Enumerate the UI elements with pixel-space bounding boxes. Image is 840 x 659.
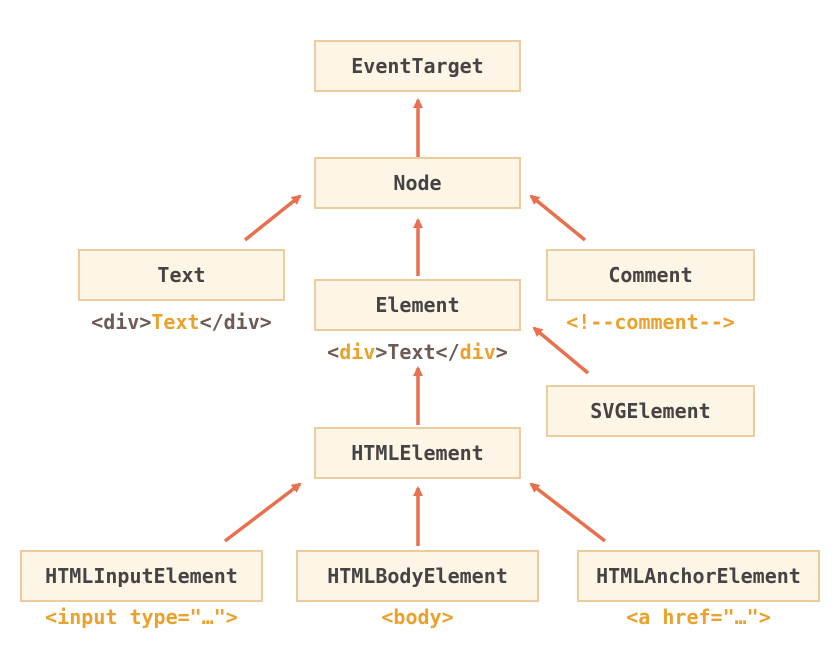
example-text-content: Text xyxy=(151,310,200,334)
node-node: Node xyxy=(314,157,521,209)
example-element-gt: > xyxy=(495,340,508,364)
example-element-tag-close: div xyxy=(459,340,496,364)
node-text: Text xyxy=(78,249,285,301)
example-element-tag-open: div xyxy=(339,340,376,364)
example-text-close: </div> xyxy=(199,310,272,334)
example-htmlinputelement: <input type="…"> xyxy=(45,605,238,629)
arrow-htmlanchor-to-htmlelement xyxy=(529,482,607,543)
example-htmlbodyelement: <body> xyxy=(381,605,454,629)
node-comment: Comment xyxy=(546,249,755,301)
node-htmlinputelement: HTMLInputElement xyxy=(20,550,263,602)
example-element-lt: < xyxy=(327,340,340,364)
node-htmlbodyelement: HTMLBodyElement xyxy=(296,550,539,602)
example-htmlanchorelement: <a href="…"> xyxy=(626,605,771,629)
arrow-text-to-node xyxy=(243,194,302,242)
example-text-open: <div> xyxy=(91,310,152,334)
node-eventtarget: EventTarget xyxy=(314,40,521,92)
node-svgelement: SVGElement xyxy=(546,385,755,437)
example-text: <div>Text</div> xyxy=(78,310,285,334)
node-htmlelement: HTMLElement xyxy=(314,427,521,479)
example-element-middle: >Text</ xyxy=(375,340,460,364)
example-comment: <!--comment--> xyxy=(566,310,735,334)
arrow-svgelement-to-element xyxy=(532,326,590,375)
node-htmlanchorelement: HTMLAnchorElement xyxy=(577,550,820,602)
arrow-htmlinput-to-htmlelement xyxy=(223,482,302,543)
arrow-comment-to-node xyxy=(529,194,587,242)
example-element: <div>Text</div> xyxy=(314,340,521,364)
node-element: Element xyxy=(314,279,521,331)
